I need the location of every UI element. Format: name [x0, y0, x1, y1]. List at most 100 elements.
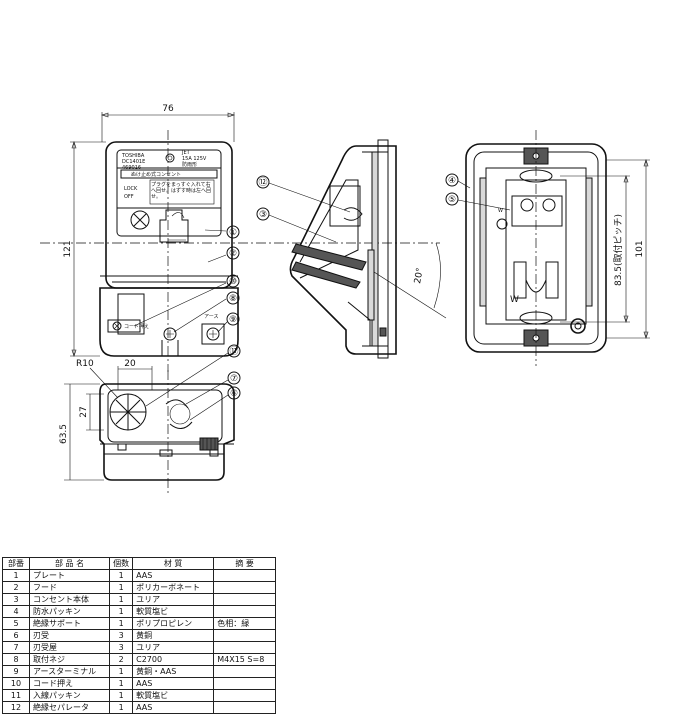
- parts-cell-qty: 2: [109, 653, 134, 666]
- parts-cell-no: 7: [2, 641, 30, 654]
- front-off: OFF: [124, 194, 134, 200]
- parts-cell-qty: 3: [109, 629, 134, 642]
- front-model: DC1401E: [122, 159, 145, 165]
- parts-cell-note: [213, 629, 276, 642]
- front-lock: LOCK: [124, 186, 138, 192]
- svg-text:W: W: [510, 295, 519, 305]
- callout-4: ④: [448, 176, 456, 186]
- callout-9: ⑨: [229, 315, 237, 325]
- parts-cell-no: 9: [2, 665, 30, 678]
- dim-plan-depth-a: 27: [79, 406, 89, 417]
- side-section-view: 20°: [289, 139, 447, 359]
- dim-plan-depth-b: 63.5: [59, 424, 69, 444]
- dim-plan-radius: R10: [76, 359, 94, 369]
- parts-cell-note: [213, 701, 276, 714]
- side-callouts: ⑫ ③: [256, 175, 351, 243]
- parts-cell-name: コンセント本体: [28, 593, 111, 606]
- parts-cell-note: M4X15 S=8: [213, 653, 276, 666]
- callout-12: ⑫: [258, 177, 267, 188]
- parts-cell-name: 刃受屋: [28, 641, 111, 654]
- callout-2: ②: [229, 249, 237, 259]
- parts-cell-material: AAS: [132, 569, 215, 582]
- front-plug-title: ぬけ止め式コンセント: [131, 171, 181, 178]
- parts-cell-qty: 1: [109, 581, 134, 594]
- parts-cell-note: [213, 641, 276, 654]
- back-callouts: ④ ⑤: [445, 173, 511, 211]
- header-note: 摘 要: [213, 557, 276, 570]
- parts-cell-no: 10: [2, 677, 30, 690]
- dim-back-pitch: 83.5(取付ピッチ): [613, 214, 624, 286]
- parts-cell-no: 1: [2, 569, 30, 582]
- front-jet: JET: [181, 150, 191, 156]
- front-callouts: ① ② ⑩ ⑧ ⑨: [133, 225, 240, 333]
- callout-1: ①: [229, 228, 237, 238]
- parts-cell-no: 8: [2, 653, 30, 666]
- parts-cell-note: 色相：緑: [213, 617, 276, 630]
- parts-cell-note: [213, 569, 276, 582]
- parts-cell-no: 3: [2, 593, 30, 606]
- callout-3: ③: [259, 210, 267, 220]
- parts-cell-note: [213, 593, 276, 606]
- callout-7: ⑦: [230, 374, 238, 384]
- parts-cell-material: 黄銅: [132, 629, 215, 642]
- front-brand: TOSHIBA: [121, 153, 145, 159]
- dim-back-height: 101: [635, 240, 645, 257]
- parts-cell-material: ユリア: [132, 593, 215, 606]
- plan-view: 20 R10 27 63.5: [59, 359, 235, 494]
- parts-cell-material: AAS: [132, 677, 215, 690]
- parts-cell-name: 取付ネジ: [28, 653, 111, 666]
- dim-front-height: 121: [63, 240, 73, 257]
- front-cord-label: コード押え: [124, 323, 149, 330]
- parts-cell-material: ポリプロピレン: [132, 617, 215, 630]
- parts-cell-note: [213, 665, 276, 678]
- header-qty: 個数: [109, 557, 134, 570]
- parts-cell-material: C2700: [132, 653, 215, 666]
- plan-callouts: ⑪ ⑦ ⑥: [145, 344, 241, 421]
- parts-cell-note: [213, 605, 276, 618]
- parts-cell-no: 6: [2, 629, 30, 642]
- parts-cell-note: [213, 677, 276, 690]
- parts-cell-no: 4: [2, 605, 30, 618]
- parts-cell-note: [213, 581, 276, 594]
- callout-5: ⑤: [448, 195, 456, 205]
- parts-cell-qty: 1: [109, 569, 134, 582]
- callout-10: ⑩: [229, 277, 237, 287]
- dim-side-angle: 20°: [413, 267, 426, 284]
- parts-cell-material: AAS: [132, 701, 215, 714]
- back-view: W W 101 83.5(取付ピッチ): [465, 130, 650, 366]
- parts-cell-material: ポリカーボネート: [132, 581, 215, 594]
- parts-cell-name: 絶縁サポート: [28, 617, 111, 630]
- parts-cell-name: フード: [28, 581, 111, 594]
- front-rating: 15A 125V: [182, 156, 207, 162]
- front-instruction: プラグをまっすぐ入れて右へ回せ。はずす時は左へ回せ。: [151, 182, 212, 200]
- parts-cell-material: 軟質塩ビ: [132, 605, 215, 618]
- parts-cell-qty: 1: [109, 593, 134, 606]
- svg-text:W: W: [498, 208, 503, 214]
- parts-cell-name: コード押え: [28, 677, 111, 690]
- parts-cell-no: 2: [2, 581, 30, 594]
- technical-drawing: 76 121 TOSHIBA DC1401E 469016 JET 15A 12…: [40, 104, 650, 494]
- front-spec: 防雨形: [182, 161, 197, 168]
- callout-6: ⑥: [230, 389, 238, 399]
- parts-cell-no: 5: [2, 617, 30, 630]
- header-part-name: 部 品 名: [28, 557, 111, 570]
- parts-cell-material: 黄銅・AAS: [132, 665, 215, 678]
- parts-cell-qty: 1: [109, 701, 134, 714]
- parts-cell-name: プレート: [28, 569, 111, 582]
- parts-cell-qty: 1: [109, 677, 134, 690]
- parts-cell-qty: 3: [109, 641, 134, 654]
- parts-cell-material: ユリア: [132, 641, 215, 654]
- callout-11: ⑪: [229, 346, 238, 357]
